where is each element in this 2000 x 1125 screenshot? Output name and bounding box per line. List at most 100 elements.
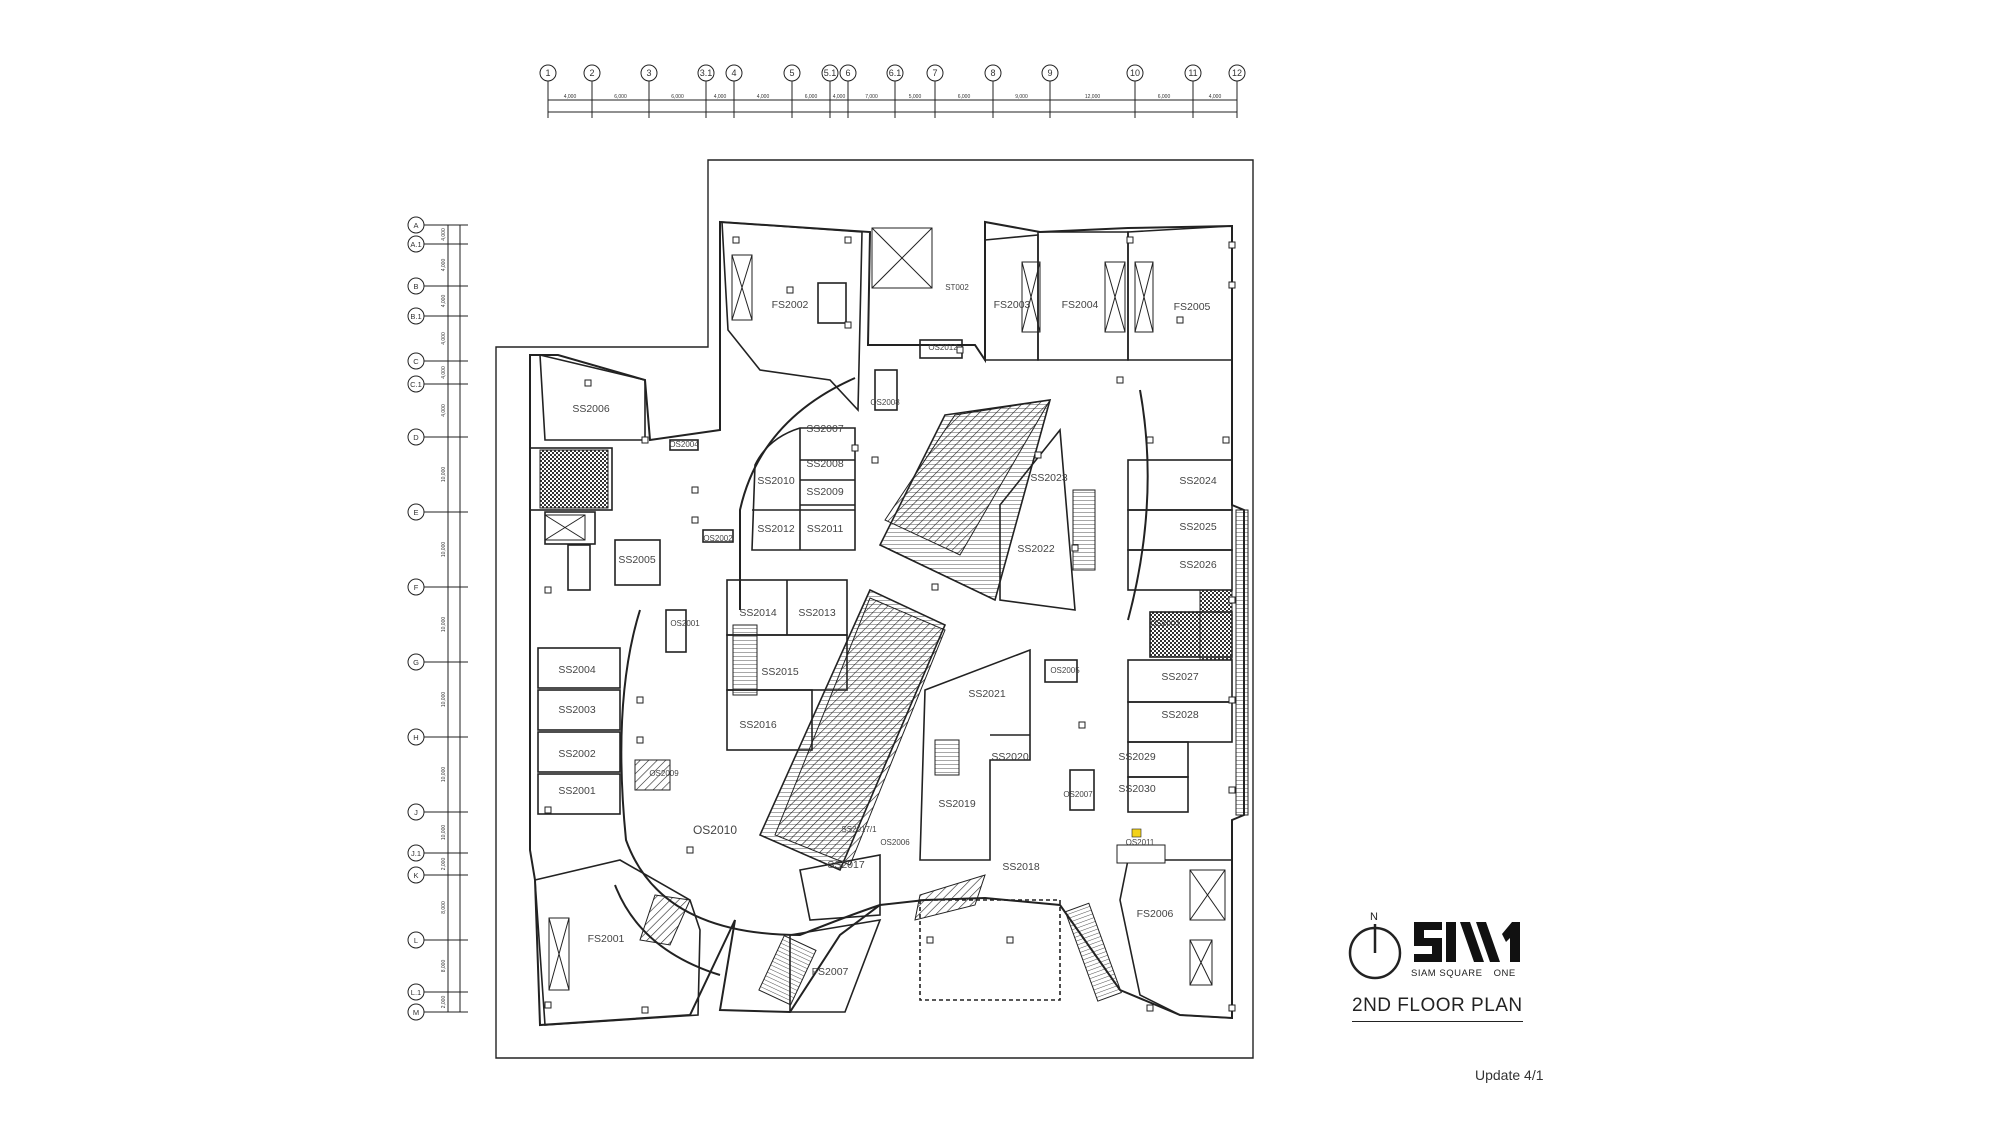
column-span-label: 6,000 <box>958 94 971 100</box>
building-outline <box>529 220 1245 1027</box>
unit-label-ss2028: SS2028 <box>1161 709 1199 721</box>
north-label: N <box>1370 911 1378 923</box>
unit-label-ss2025: SS2025 <box>1179 521 1217 533</box>
row-span-label: 10,000 <box>441 767 447 783</box>
row-span-label: 4,000 <box>441 228 447 241</box>
unit-label-fs2007: FS2007 <box>812 966 849 978</box>
grid-column-10: 106,000 <box>1126 64 1170 118</box>
column-marker <box>544 806 552 814</box>
grid-column-12: 12 <box>1228 64 1246 118</box>
column-marker <box>1126 236 1134 244</box>
brand-word-1: SIAM SQUARE <box>1411 968 1483 979</box>
column-marker <box>732 236 740 244</box>
unit-label-ss2029: SS2029 <box>1118 751 1156 763</box>
column-marker <box>636 736 644 744</box>
grid-row-label: H <box>413 733 418 742</box>
grid-row-label: K <box>413 871 418 880</box>
grid-column-2: 26,000 <box>583 64 627 118</box>
grid-column-label: 9 <box>1047 68 1052 78</box>
grid-column-label: 5.1 <box>824 68 837 78</box>
unit-label-st002: ST002 <box>945 283 969 292</box>
column-marker <box>636 696 644 704</box>
row-span-label: 10,000 <box>441 825 447 841</box>
row-span-label: 4,000 <box>441 404 447 417</box>
row-span-label: 8,000 <box>441 960 447 973</box>
column-marker <box>641 436 649 444</box>
column-span-label: 4,000 <box>564 94 577 100</box>
unit-label-os2002: OS2002 <box>703 534 733 543</box>
column-span-label: 7,000 <box>865 94 878 100</box>
grid-column-7: 76,000 <box>926 64 971 118</box>
grid-column-label: 6.1 <box>889 68 902 78</box>
void-markers <box>544 227 1226 991</box>
unit-label-os2001: OS2001 <box>670 619 700 628</box>
grid-column-label: 4 <box>731 68 736 78</box>
grid-column-5: 5 6,000 <box>783 64 818 118</box>
column-span-label: 4,000 <box>714 94 727 100</box>
unit-label-ss2013: SS2013 <box>798 607 836 619</box>
unit-label-ss2024: SS2024 <box>1179 475 1217 487</box>
grid-column-label: 5 <box>789 68 794 78</box>
unit-label-os2009: OS2009 <box>649 769 679 778</box>
grid-row-label: J.1 <box>411 849 421 858</box>
column-marker <box>1146 436 1154 444</box>
column-marker <box>1146 1004 1154 1012</box>
unit-label-ss2001: SS2001 <box>558 785 596 797</box>
escalators <box>539 399 1249 1006</box>
unit-label-ss2014: SS2014 <box>739 607 777 619</box>
row-span-label: 4,000 <box>441 366 447 379</box>
grid-row-H: H 10,000 <box>407 728 468 783</box>
plan-title: 2ND FLOOR PLAN <box>1352 995 1523 1022</box>
column-span-label: 12,000 <box>1085 94 1101 100</box>
grid-row-A: A4,000 <box>407 216 468 241</box>
grid-column-1: 1 4,000 <box>539 64 577 118</box>
column-span-label: 5,000 <box>909 94 922 100</box>
unit-label-fs2003: FS2003 <box>994 299 1031 311</box>
column-marker <box>931 583 939 591</box>
grid-column-9: 9 12,000 <box>1041 64 1101 118</box>
column-span-label: 6,000 <box>805 94 818 100</box>
unit-label-ss2007: SS2007 <box>806 423 844 435</box>
unit-label-os2005: OS2005 <box>1050 666 1080 675</box>
unit-label-ss2018: SS2018 <box>1002 861 1040 873</box>
row-span-label: 10,000 <box>441 617 447 633</box>
column-marker <box>1078 721 1086 729</box>
row-span-label: 4,000 <box>441 259 447 272</box>
column-marker <box>1228 596 1236 604</box>
grid-column-5.1: 5.14,000 <box>821 64 845 118</box>
grid-row-B: B4,000 <box>407 277 468 307</box>
row-span-label: 10,000 <box>441 467 447 483</box>
row-span-label: 4,000 <box>441 332 447 345</box>
grid-row-label: J <box>414 808 418 817</box>
unit-label-ss2003: SS2003 <box>558 704 596 716</box>
grid-row-E: E10,000 <box>407 503 468 557</box>
column-marker <box>1228 786 1236 794</box>
row-span-label: 2,000 <box>441 996 447 1009</box>
column-marker <box>584 379 592 387</box>
column-grid-axis: 14,00026,00036,0003.14,00044,00056,0005.… <box>539 64 1246 118</box>
grid-column-label: 11 <box>1188 68 1197 78</box>
column-marker <box>691 516 699 524</box>
grid-column-label: 10 <box>1130 68 1140 78</box>
brand-wordmark: SIAM SQUARE ONE <box>1411 968 1516 979</box>
unit-label-fs2005: FS2005 <box>1174 301 1211 313</box>
column-marker <box>1228 281 1236 289</box>
unit-label-ss2002: SS2002 <box>558 748 596 760</box>
column-marker <box>544 586 552 594</box>
unit-label-os2010: OS2010 <box>693 823 737 837</box>
grid-column-label: 1 <box>545 68 550 78</box>
column-marker <box>786 286 794 294</box>
column-marker <box>691 486 699 494</box>
unit-label-ss2006: SS2006 <box>572 403 610 415</box>
grid-row-label: B <box>413 282 418 291</box>
siam-square-one-logo <box>1414 922 1520 962</box>
grid-row-label: L.1 <box>411 988 421 997</box>
update-note: Update 4/1 <box>1475 1067 1544 1083</box>
unit-label-ss2019: SS2019 <box>938 798 976 810</box>
unit-label-os2008: OS2008 <box>870 398 900 407</box>
column-span-label: 4,000 <box>1209 94 1222 100</box>
unit-label-os2006: OS2006 <box>880 838 910 847</box>
unit-label-ss2008: SS2008 <box>806 458 844 470</box>
